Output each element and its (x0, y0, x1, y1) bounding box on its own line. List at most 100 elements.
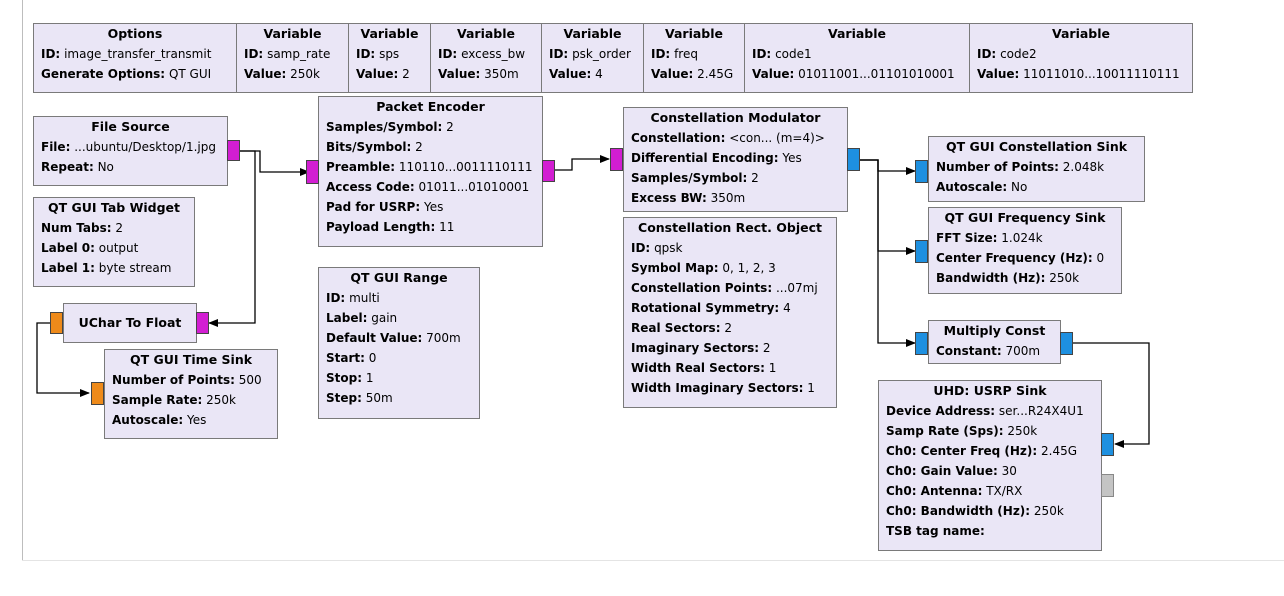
options-block[interactable]: Options ID: image_transfer_transmit Gene… (33, 23, 237, 93)
variable-block-sps[interactable]: Variable ID: sps Value: 2 (348, 23, 431, 93)
block-param: Constellation Points: ...07mj (631, 281, 818, 295)
variable-block-excess-bw[interactable]: Variable ID: excess_bw Value: 350m (430, 23, 542, 93)
block-param: ID: multi (326, 291, 380, 305)
block-param: Autoscale: Yes (112, 413, 207, 427)
block-param: Number of Points: 500 (112, 373, 262, 387)
uhd-usrp-sink-block[interactable]: UHD: USRP Sink Device Address: ser...R24… (878, 380, 1102, 551)
block-param: Rotational Symmetry: 4 (631, 301, 791, 315)
block-param: Value: 2 (356, 67, 410, 81)
block-param: Label: gain (326, 311, 398, 325)
variable-block-psk-order[interactable]: Variable ID: psk_order Value: 4 (541, 23, 644, 93)
packet-encoder-output-port[interactable] (542, 160, 555, 182)
block-param: Default Value: 700m (326, 331, 461, 345)
block-param: Differential Encoding: Yes (631, 151, 802, 165)
multiply-const-input-port[interactable] (915, 332, 928, 355)
block-param: Constellation: <con... (m=4)> (631, 131, 825, 145)
qt-gui-constellation-sink-block[interactable]: QT GUI Constellation Sink Number of Poin… (928, 136, 1145, 202)
block-title: Constellation Rect. Object (638, 220, 822, 235)
block-param: Ch0: Bandwidth (Hz): 250k (886, 504, 1064, 518)
wire-file-source-to-uchar-to-float[interactable] (208, 150, 256, 327)
block-param: ID: excess_bw (438, 47, 526, 61)
block-param: Step: 50m (326, 391, 393, 405)
constellation-modulator-output-port[interactable] (847, 148, 860, 171)
block-param: Real Sectors: 2 (631, 321, 732, 335)
block-param: ID: samp_rate (244, 47, 331, 61)
wire-uchar-to-float-to-time-sink[interactable] (36, 322, 90, 397)
block-param: ID: code2 (977, 47, 1037, 61)
qt-gui-tab-widget-block[interactable]: QT GUI Tab Widget Num Tabs: 2 Label 0: o… (33, 197, 195, 287)
block-param: Value: 250k (244, 67, 321, 81)
uchar-to-float-output-port[interactable] (196, 312, 209, 334)
block-param: Imaginary Sectors: 2 (631, 341, 771, 355)
multiply-const-block[interactable]: Multiply Const Constant: 700m (928, 320, 1061, 364)
qt-gui-time-sink-input-port[interactable] (91, 382, 104, 405)
block-title: QT GUI Tab Widget (48, 200, 180, 215)
block-title: Variable (827, 26, 887, 41)
block-param: Constant: 700m (936, 344, 1041, 358)
variable-block-code2[interactable]: Variable ID: code2 Value: 11011010...100… (969, 23, 1193, 93)
wire-packet-encoder-to-modulator[interactable] (555, 155, 610, 171)
block-param: Label 1: byte stream (41, 261, 172, 275)
block-title: Constellation Modulator (650, 110, 821, 125)
qt-gui-frequency-sink-block[interactable]: QT GUI Frequency Sink FFT Size: 1.024k C… (928, 207, 1122, 294)
qt-gui-frequency-sink-input-port[interactable] (915, 240, 928, 263)
block-param: Stop: 1 (326, 371, 374, 385)
variable-block-code1[interactable]: Variable ID: code1 Value: 01011001...011… (744, 23, 970, 93)
block-param: ID: code1 (752, 47, 812, 61)
block-param: Ch0: Antenna: TX/RX (886, 484, 1023, 498)
multiply-const-output-port[interactable] (1060, 332, 1073, 355)
block-title: Multiply Const (943, 323, 1046, 338)
block-param: Number of Points: 2.048k (936, 160, 1105, 174)
block-param: Symbol Map: 0, 1, 2, 3 (631, 261, 776, 275)
block-title: Variable (664, 26, 724, 41)
wire-file-source-to-packet-encoder[interactable] (240, 150, 310, 176)
block-title: Packet Encoder (376, 99, 485, 114)
uchar-to-float-input-port[interactable] (50, 312, 63, 334)
block-param: Width Imaginary Sectors: 1 (631, 381, 815, 395)
file-source-block[interactable]: File Source File: ...ubuntu/Desktop/1.jp… (33, 116, 228, 186)
wire-modulator-to-frequency-sink[interactable] (860, 159, 916, 255)
block-param: Value: 350m (438, 67, 519, 81)
block-title: Options (107, 26, 163, 41)
canvas-bottom-edge (22, 560, 1284, 561)
qt-gui-range-block[interactable]: QT GUI Range ID: multi Label: gain Defau… (318, 267, 480, 419)
block-param: Label 0: output (41, 241, 139, 255)
block-param: Bits/Symbol: 2 (326, 140, 423, 154)
variable-block-samp-rate[interactable]: Variable ID: samp_rate Value: 250k (236, 23, 349, 93)
qt-gui-time-sink-block[interactable]: QT GUI Time Sink Number of Points: 500 S… (104, 349, 278, 439)
block-param: Autoscale: No (936, 180, 1028, 194)
block-param: File: ...ubuntu/Desktop/1.jpg (41, 140, 216, 154)
block-title: Variable (263, 26, 322, 41)
block-param: Pad for USRP: Yes (326, 200, 444, 214)
qt-gui-constellation-sink-input-port[interactable] (915, 160, 928, 183)
wire-multiply-const-to-usrp-sink[interactable] (1073, 342, 1150, 448)
file-source-output-port[interactable] (227, 140, 240, 161)
block-title: UChar To Float (78, 315, 182, 330)
block-param: Device Address: ser...R24X4U1 (886, 404, 1084, 418)
packet-encoder-block[interactable]: Packet Encoder Samples/Symbol: 2 Bits/Sy… (318, 96, 543, 247)
wire-modulator-to-constellation-sink[interactable] (860, 159, 916, 175)
uhd-usrp-sink-input-port[interactable] (1101, 433, 1114, 456)
wire-modulator-to-multiply-const[interactable] (860, 159, 916, 347)
block-title: Variable (1051, 26, 1111, 41)
constellation-rect-object-block[interactable]: Constellation Rect. Object ID: qpsk Symb… (623, 217, 837, 408)
block-param: Ch0: Gain Value: 30 (886, 464, 1017, 478)
uhd-usrp-sink-command-port[interactable] (1101, 474, 1114, 497)
packet-encoder-input-port[interactable] (306, 160, 319, 184)
block-param: Ch0: Center Freq (Hz): 2.45G (886, 444, 1078, 458)
block-title: QT GUI Range (350, 270, 448, 285)
block-param: Preamble: 110110...0011110111 (326, 160, 533, 174)
block-param: Sample Rate: 250k (112, 393, 236, 407)
constellation-modulator-block[interactable]: Constellation Modulator Constellation: <… (623, 107, 848, 212)
block-param: Payload Length: 11 (326, 220, 455, 234)
block-param: Excess BW: 350m (631, 191, 746, 205)
constellation-modulator-input-port[interactable] (610, 148, 623, 171)
block-title: UHD: USRP Sink (933, 383, 1047, 398)
variable-block-freq[interactable]: Variable ID: freq Value: 2.45G (643, 23, 745, 93)
block-param: Repeat: No (41, 160, 114, 174)
uchar-to-float-block[interactable]: UChar To Float (63, 303, 197, 343)
block-param: Value: 11011010...10011110111 (977, 67, 1180, 81)
block-title: QT GUI Frequency Sink (944, 210, 1106, 225)
block-param: Start: 0 (326, 351, 377, 365)
